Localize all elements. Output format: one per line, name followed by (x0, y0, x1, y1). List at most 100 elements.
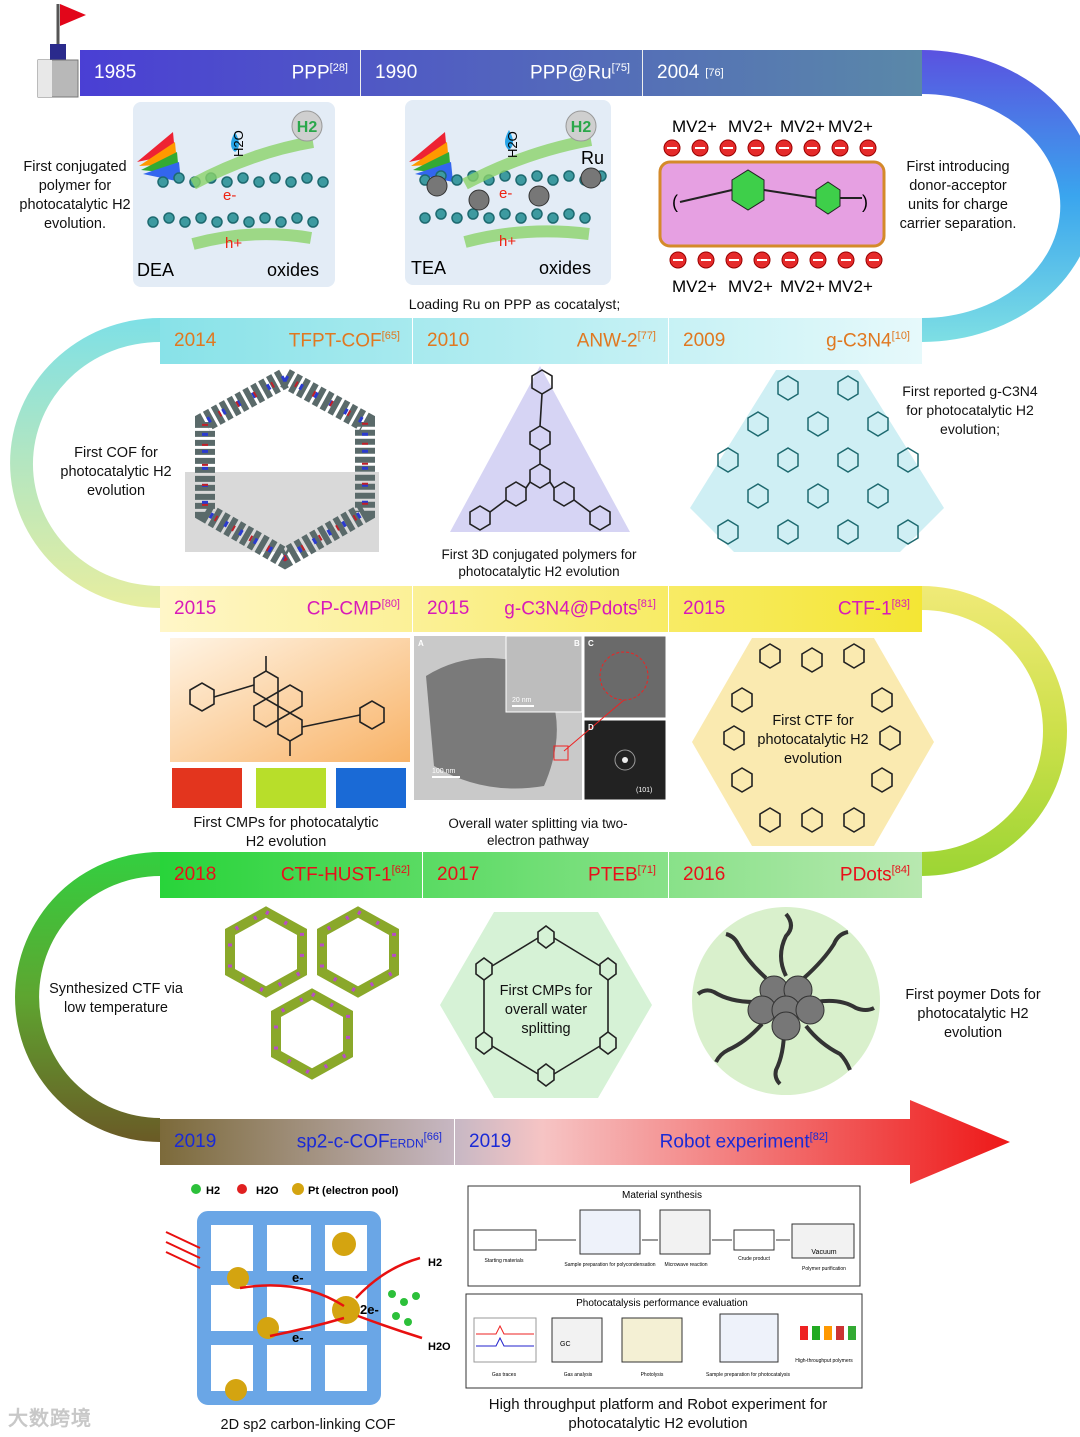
product-label: oxides (267, 260, 319, 280)
robot-platform-figure: Material synthesis Vacuum Starting mater… (462, 1184, 872, 1390)
scale-bar-a: 100 nm (432, 768, 456, 775)
step-crude-product: Crude product (738, 1256, 770, 1262)
description-pdots: First poymer Dots for photocatalytic H2 … (900, 986, 1046, 1043)
milestone-cp-cmp: 2015 CP-CMP[80] (160, 586, 412, 632)
step-high-throughput: High-throughput polymers (795, 1358, 853, 1364)
h2o-label: H2O (428, 1341, 451, 1353)
year-label: 1985 (94, 62, 136, 84)
milestone-name: PPP (292, 62, 330, 83)
milestone-name: g-C3N4@Pdots (504, 598, 637, 619)
legend-h2o: H2O (256, 1185, 279, 1197)
year-label: 2019 (174, 1131, 216, 1153)
reference: [84] (892, 864, 910, 876)
reference: [71] (638, 864, 656, 876)
reference: [83] (892, 598, 910, 610)
reference: [75] (612, 62, 630, 74)
h2-label: H2 (428, 1257, 442, 1269)
electron-label: e- (223, 187, 236, 204)
milestone-anw-2: 2010 ANW-2[77] (412, 318, 668, 364)
sp2-c-cof-figure: H2 H2O Pt (electron pool) e- e- 2e- H2 H… (160, 1178, 460, 1418)
gc-label: GC (560, 1341, 571, 1348)
reference: [77] (638, 330, 656, 342)
hole-label: h+ (499, 233, 516, 250)
legend-h2: H2 (206, 1185, 220, 1197)
watermark: 大数跨境 (8, 1402, 92, 1431)
milestone-name: PTEB (588, 864, 638, 885)
ctf-hust-1-structure (212, 902, 412, 1092)
description-ctf-hust: Synthesized CTF via low temperature (48, 980, 184, 1018)
description-ppp-ru: Loading Ru on PPP as cocatalyst; (392, 295, 637, 314)
acceptor-label: MV2+ (780, 117, 825, 136)
year-label: 1990 (375, 62, 417, 84)
vacuum-label: Vacuum (811, 1249, 836, 1256)
milestone-pdots: 2016 PDots[84] (668, 852, 922, 898)
year-label: 2019 (469, 1131, 511, 1153)
scale-bar-b: 20 nm (512, 697, 532, 704)
milestone-pteb: 2017 PTEB[71] (422, 852, 668, 898)
milestone-ppp-ru: 1990 PPP@Ru[75] (360, 50, 642, 96)
milestone-mv: 2004 [76] (642, 50, 922, 96)
milestone-name: g-C3N4 (826, 330, 891, 351)
step-gas-analysis: Gas analysis (564, 1372, 593, 1378)
synthesis-title: Material synthesis (622, 1190, 702, 1201)
timeline-row-3: 2015 CP-CMP[80] 2015 g-C3N4@Pdots[81] 20… (160, 586, 922, 632)
milestone-name: CP-CMP (307, 598, 382, 619)
donor-acceptor-figure: MV2+ MV2+ MV2+ MV2+ () MV2+ MV2+ MV2+ MV… (652, 110, 892, 300)
milestone-name: sp2-c-COF (297, 1131, 390, 1152)
acceptor-label: MV2+ (780, 277, 825, 296)
description-ppp: First conjugated polymer for photocataly… (10, 158, 140, 234)
reference: [65] (382, 330, 400, 342)
legend-pt: Pt (electron pool) (308, 1185, 399, 1197)
svg-text:): ) (862, 192, 868, 212)
description-robot: High throughput platform and Robot exper… (480, 1395, 836, 1433)
year-label: 2015 (683, 598, 725, 620)
milestone-name: CTF-1 (838, 598, 892, 619)
svg-text:(: ( (672, 192, 678, 212)
acceptor-label: MV2+ (672, 277, 717, 296)
timeline-row-1: 1985 PPP[28] 1990 PPP@Ru[75] 2004 [76] (80, 50, 922, 96)
description-anw: First 3D conjugated polymers for photoca… (430, 546, 648, 580)
panel-b-label: B (574, 639, 580, 648)
milestone-tfpt-cof: 2014 TFPT-COF[65] (160, 318, 412, 364)
year-label: 2010 (427, 330, 469, 352)
tfpt-cof-structure (185, 368, 385, 580)
description-gcn: First reported g-C3N4 for photocatalytic… (894, 382, 1046, 439)
acceptor-label: MV2+ (728, 277, 773, 296)
h2o-label: H2O (505, 131, 520, 158)
description-ctf1: First CTF for photocatalytic H2 evolutio… (752, 712, 874, 769)
diffraction-plane: (101) (636, 787, 652, 794)
milestone-name: Robot experiment (660, 1131, 810, 1152)
year-label: 2015 (174, 598, 216, 620)
step-sample-prep-photocatalysis: Sample preparation for photocatalysis (706, 1372, 790, 1378)
pdots-structure (686, 906, 886, 1096)
acceptor-label: MV2+ (828, 277, 873, 296)
two-electron-label: 2e- (360, 1302, 379, 1317)
year-label: 2009 (683, 330, 725, 352)
h2-label: H2 (297, 119, 318, 136)
reference: [81] (638, 598, 656, 610)
ppp-ru-mechanism-figure: H2 H2O Ru e- h+ TEA oxides (405, 100, 611, 285)
milestone-name: TFPT-COF (289, 330, 382, 351)
cp-cmp-structure (170, 638, 410, 813)
milestone-ctf-hust-1: 2018 CTF-HUST-1[62] (160, 852, 422, 898)
tem-image-figure: A B C D 100 nm 20 nm (101) (414, 636, 666, 800)
milestone-name: PDots (840, 864, 892, 885)
anw-2-structure (430, 362, 650, 547)
step-starting-materials: Starting materials (485, 1258, 524, 1264)
year-label: 2018 (174, 864, 216, 886)
milestone-ctf-1: 2015 CTF-1[83] (668, 586, 922, 632)
h2o-label: H2O (231, 130, 246, 157)
timeline-row-2: 2014 TFPT-COF[65] 2010 ANW-2[77] 2009 g-… (160, 318, 922, 364)
description-tfpt: First COF for photocatalytic H2 evolutio… (60, 444, 172, 501)
step-photolysis: Photolysis (641, 1372, 664, 1378)
evaluation-title: Photocatalysis performance evaluation (576, 1298, 748, 1309)
hole-label: h+ (225, 235, 242, 252)
step-microwave: Microwave reaction (664, 1262, 707, 1268)
reference: [66] (424, 1131, 442, 1143)
acceptor-label: MV2+ (672, 117, 717, 136)
acceptor-label: MV2+ (728, 117, 773, 136)
description-pdots-gcn: Overall water splitting via two-electron… (428, 815, 648, 849)
milestone-name: CTF-HUST-1 (281, 864, 392, 885)
reference: [76] (705, 67, 723, 79)
step-sample-prep: Sample preparation for polycondensation (564, 1262, 655, 1268)
